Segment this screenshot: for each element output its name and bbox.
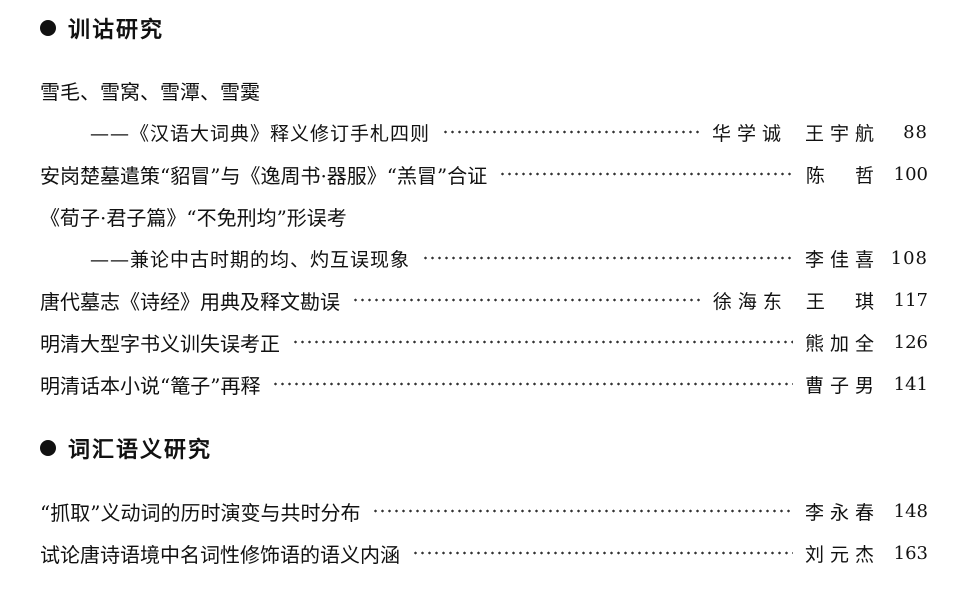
entry-title: 雪毛、雪窝、雪潭、雪霙 (40, 79, 260, 104)
entry-title: 明清大型字书义训失误考正 (40, 331, 280, 356)
entry-author: 熊加全 (804, 332, 880, 355)
section-heading: 词汇语义研究 (40, 432, 212, 464)
entry-title: 试论唐诗语境中名词性修饰语的语义内涵 (40, 542, 400, 567)
entry-author: 王 琪 (805, 290, 880, 313)
toc-entry[interactable]: ——兼论中古时期的均、灼互误现象 李佳喜 108 (90, 243, 928, 273)
dot-leader (412, 551, 793, 555)
dot-leader (422, 256, 793, 260)
entry-page: 141 (893, 373, 928, 395)
dot-leader (372, 509, 793, 513)
section-heading-text: 训诂研究 (68, 18, 165, 43)
toc-entry[interactable]: 《荀子·君子篇》“不免刑均”形误考 (40, 201, 928, 231)
toc-entry[interactable]: 明清话本小说“篭子”再释 曹子男 141 (40, 369, 928, 399)
entry-subtitle: ——《汉语大词典》释义修订手札四则 (90, 122, 431, 145)
entry-title: 明清话本小说“篭子”再释 (40, 373, 261, 398)
toc-entry[interactable]: “抓取”义动词的历时演变与共时分布 李永春 148 (40, 496, 928, 526)
entry-page: 163 (893, 542, 928, 564)
entry-page: 100 (893, 163, 928, 185)
toc-entry[interactable]: 试论唐诗语境中名词性修饰语的语义内涵 刘元杰 163 (40, 538, 928, 568)
entry-page: 148 (893, 500, 928, 522)
entry-subtitle: ——兼论中古时期的均、灼互误现象 (90, 248, 411, 271)
entry-author: 刘元杰 (804, 543, 880, 566)
entry-page: 88 (903, 121, 928, 143)
section-heading-text: 词汇语义研究 (68, 438, 213, 463)
toc-entry[interactable]: 安岗楚墓遣策“貂冒”与《逸周书·器服》“羔冒”合证 陈 哲 100 (40, 159, 928, 189)
entry-title: 唐代墓志《诗经》用典及释文勘误 (40, 289, 340, 314)
dot-leader (272, 382, 793, 386)
toc-entry[interactable]: 明清大型字书义训失误考正 熊加全 126 (40, 327, 928, 357)
entry-author: 李永春 (804, 501, 880, 524)
entry-author: 王宇航 (804, 122, 880, 145)
entry-author: 徐海东 (712, 290, 788, 313)
toc-entry[interactable]: 雪毛、雪窝、雪潭、雪霙 (40, 75, 928, 105)
toc-entry[interactable]: ——《汉语大词典》释义修订手札四则 华学诚 王宇航 88 (90, 117, 928, 147)
entry-title: 安岗楚墓遣策“貂冒”与《逸周书·器服》“羔冒”合证 (40, 163, 488, 188)
bullet-icon (40, 20, 56, 36)
entry-page: 117 (893, 289, 928, 311)
entry-author: 陈 哲 (805, 164, 880, 187)
section-heading: 训诂研究 (40, 12, 164, 44)
entry-author: 曹子男 (804, 374, 880, 397)
dot-leader (352, 298, 701, 302)
dot-leader (499, 172, 794, 176)
entry-page: 108 (890, 247, 928, 269)
dot-leader (442, 130, 700, 134)
bullet-icon (40, 440, 56, 456)
dot-leader (292, 340, 793, 344)
entry-title: 《荀子·君子篇》“不免刑均”形误考 (40, 205, 347, 230)
toc-entry[interactable]: 唐代墓志《诗经》用典及释文勘误 徐海东 王 琪 117 (40, 285, 928, 315)
entry-title: “抓取”义动词的历时演变与共时分布 (40, 500, 361, 525)
entry-author: 华学诚 (711, 122, 787, 145)
entry-page: 126 (893, 331, 928, 353)
entry-author: 李佳喜 (804, 248, 880, 271)
